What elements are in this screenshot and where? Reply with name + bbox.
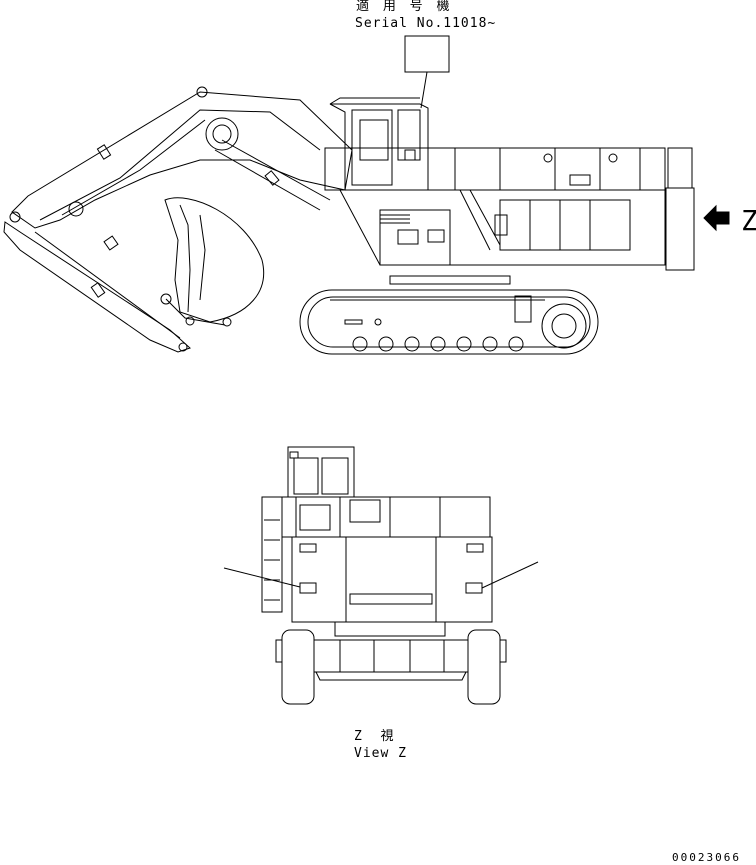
- view-z-arrow: [703, 204, 730, 232]
- view-z-caption-jp: Z 視: [354, 729, 395, 744]
- rear-labels: [299, 543, 484, 594]
- drawing-number: 00023066: [672, 851, 741, 864]
- boom: [9, 86, 353, 229]
- counterweight: [665, 147, 695, 271]
- rear-upper-structure: [261, 496, 491, 613]
- label-leader-lines: [223, 561, 539, 589]
- rear-counterweight: [291, 536, 493, 623]
- upper-structure: [324, 147, 666, 266]
- arm: [3, 139, 331, 353]
- side-view-excavator: [3, 86, 695, 355]
- rear-undercarriage: [275, 621, 507, 705]
- serial-number-label: Serial No.11018~: [355, 16, 497, 31]
- cab: [329, 97, 429, 191]
- view-z-arrow-label: Z: [741, 204, 756, 237]
- serial-label-box: [404, 35, 450, 109]
- view-z-caption-en: View Z: [354, 746, 407, 761]
- bucket: [160, 197, 264, 327]
- undercarriage: [299, 275, 599, 355]
- applicable-serial-jp-label: 適 用 号 機: [356, 0, 453, 14]
- rear-cab: [287, 446, 355, 498]
- rear-view-excavator: [223, 446, 539, 705]
